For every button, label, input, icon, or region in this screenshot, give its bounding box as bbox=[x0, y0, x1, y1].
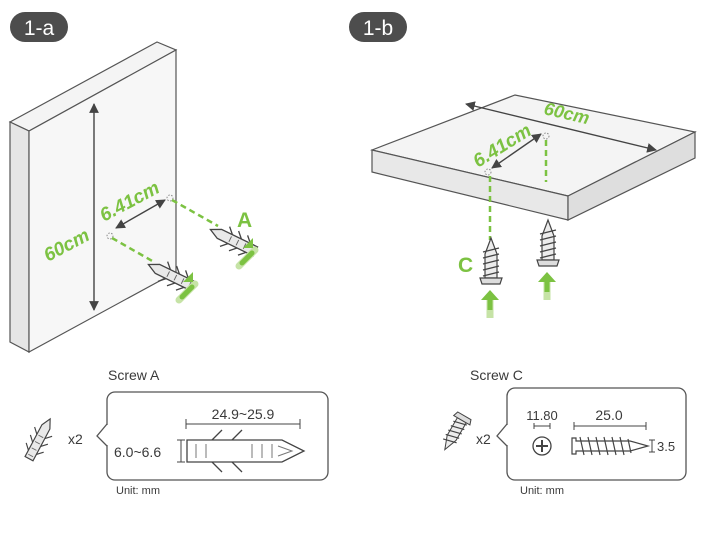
push-arrow-right-icon bbox=[538, 272, 556, 300]
spec-box-pointer-c bbox=[496, 423, 508, 447]
panel-1a: 1-a 60cm 6.41cm A bbox=[8, 12, 261, 354]
screw-a-unit: Unit: mm bbox=[116, 485, 160, 497]
screw-right-icon bbox=[536, 219, 560, 267]
screw-c-unit: Unit: mm bbox=[520, 485, 564, 497]
width-dimension-line bbox=[465, 101, 657, 153]
screw-c-spec-box bbox=[506, 387, 687, 481]
screw-a-length: 24.9~25.9 bbox=[212, 406, 275, 422]
badge-1b-label: 1-b bbox=[363, 17, 393, 40]
screw-c-head: 11.80 bbox=[526, 408, 558, 423]
screw-letter-label: C bbox=[458, 254, 473, 277]
anchor-large-icon bbox=[186, 429, 306, 473]
badge-1a-label: 1-a bbox=[24, 17, 55, 40]
spacing-dimension-line-b bbox=[491, 133, 542, 169]
shelf-board bbox=[369, 94, 697, 221]
screw-left-icon bbox=[479, 237, 503, 285]
wall-panel bbox=[8, 41, 178, 354]
badge-1a bbox=[10, 12, 68, 42]
spec-screw-c: Screw C x2 11.80 25.0 3.5 Unit: mm bbox=[436, 367, 687, 497]
guide-line-lower bbox=[111, 236, 155, 264]
phillips-head-icon bbox=[532, 436, 552, 456]
hole-marker-left bbox=[484, 168, 492, 176]
screw-a-diameter: 6.0~6.6 bbox=[114, 444, 161, 460]
hole-marker-lower bbox=[106, 232, 114, 240]
hole-marker-upper bbox=[166, 194, 174, 202]
panel-1b: 1-b 60cm 6.41cm C bbox=[349, 12, 697, 318]
badge-1b bbox=[349, 12, 407, 42]
spec-box-pointer bbox=[96, 423, 108, 447]
anchor-small-icon bbox=[19, 413, 60, 464]
screw-c-title: Screw C bbox=[470, 367, 523, 383]
spacing-dimension-line bbox=[115, 199, 166, 229]
screw-a-qty: x2 bbox=[68, 431, 83, 447]
screw-small-icon bbox=[436, 410, 474, 455]
anchor-letter-label: A bbox=[237, 209, 252, 232]
screw-a-title: Screw A bbox=[108, 367, 160, 383]
screw-c-length: 25.0 bbox=[595, 407, 622, 423]
screw-c-qty: x2 bbox=[476, 431, 491, 447]
hole-marker-right bbox=[542, 132, 550, 140]
guide-line-upper bbox=[171, 198, 219, 228]
screw-large-icon bbox=[571, 436, 651, 456]
screw-c-diameter: 3.5 bbox=[657, 439, 675, 454]
spec-screw-a: Screw A x2 24.9~25.9 6.0~6.6 Unit: mm bbox=[19, 367, 329, 497]
push-arrow-left-icon bbox=[481, 290, 499, 318]
